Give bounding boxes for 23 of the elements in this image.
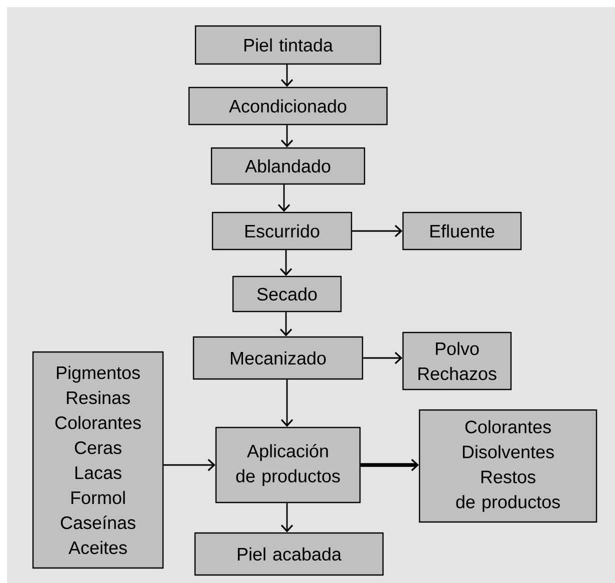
process-box: Colorantes Disolventes Restos de productos bbox=[418, 409, 598, 523]
process-box: Ablandado bbox=[210, 147, 366, 185]
arrow bbox=[280, 380, 294, 427]
process-box: Secado bbox=[232, 276, 342, 312]
arrow bbox=[360, 458, 419, 472]
arrow bbox=[280, 503, 294, 532]
arrow bbox=[280, 312, 292, 336]
arrow bbox=[352, 224, 402, 238]
arrow bbox=[280, 64, 294, 87]
arrow bbox=[280, 125, 294, 148]
process-box: Aplicación de productos bbox=[215, 426, 361, 504]
arrow bbox=[278, 184, 290, 212]
arrow bbox=[280, 250, 292, 276]
arrow bbox=[363, 352, 402, 364]
arrow bbox=[164, 458, 216, 472]
process-box: Mecanizado bbox=[192, 336, 364, 380]
process-box: Pigmentos Resinas Colorantes Ceras Lacas Formol Caseínas Aceites bbox=[32, 351, 164, 569]
process-box: Efluente bbox=[402, 212, 522, 250]
process-box: Piel acabada bbox=[194, 532, 384, 576]
process-box: Polvo Rechazos bbox=[402, 332, 512, 390]
process-box: Escurrido bbox=[212, 212, 352, 250]
process-box: Piel tintada bbox=[194, 25, 382, 65]
process-box: Acondicionado bbox=[188, 86, 388, 126]
